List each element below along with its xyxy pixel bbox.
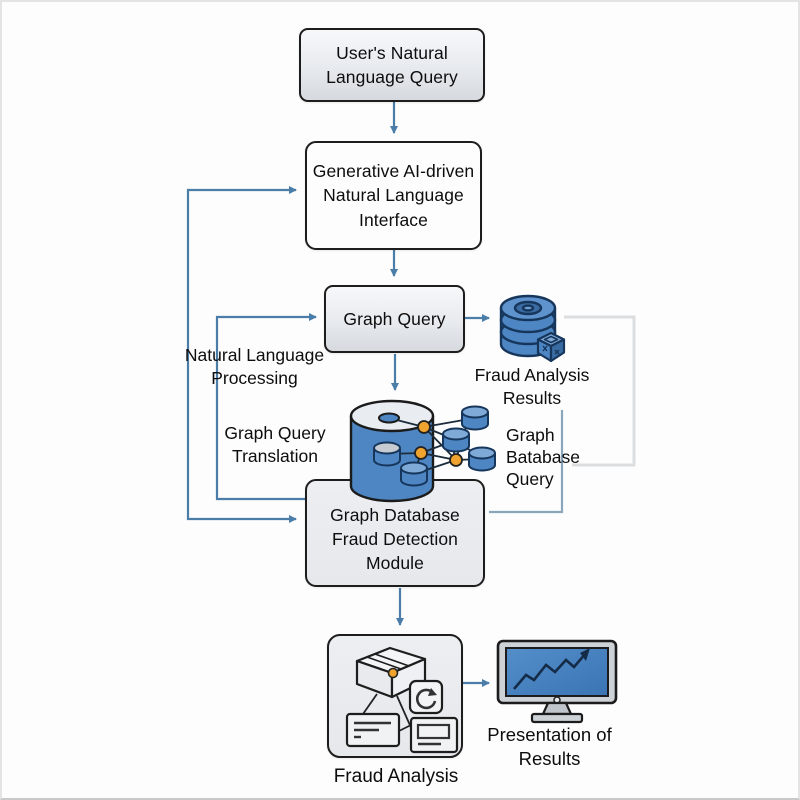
node-user-query: User's Natural Language Query <box>299 28 485 102</box>
trend-line <box>513 652 587 690</box>
node-graph-query: Graph Query <box>324 285 465 353</box>
mini-db-node <box>400 461 428 487</box>
node-graph-db-module-label: Graph Database Fraud Detection Module <box>330 504 460 573</box>
trend-arrowhead <box>580 648 590 661</box>
graph-node-orange <box>449 453 463 467</box>
label-graph-database-query: Graph Batabase Query <box>506 425 580 489</box>
connector-translation-to-module <box>215 422 305 501</box>
node-graph-query-label: Graph Query <box>343 308 446 329</box>
node-genai-interface: Generative AI-driven Natural Language In… <box>305 141 482 250</box>
results-monitor-icon <box>496 639 618 724</box>
mini-db-node <box>373 441 401 467</box>
mini-db-node <box>461 405 489 431</box>
connector-nlp-to-module <box>186 354 297 523</box>
refresh-chip-icon <box>408 679 444 715</box>
label-fraud-analysis-results: Fraud Analysis Results <box>474 365 590 408</box>
connector-nlp-to-interface <box>186 186 297 354</box>
package-alert-dot <box>387 667 399 679</box>
fraud-analysis-package-icon <box>345 646 459 754</box>
connector-translation-to-graphquery <box>215 313 317 422</box>
mini-db-node <box>468 446 496 472</box>
graph-node-orange <box>414 446 428 460</box>
label-graph-query-translation: Graph Query Translation <box>224 423 326 466</box>
database-stack-icon <box>499 294 566 363</box>
graph-node-orange <box>417 420 431 434</box>
node-genai-interface-label: Generative AI-driven Natural Language In… <box>312 161 475 230</box>
label-fraud-analysis: Fraud Analysis <box>333 766 459 787</box>
node-user-query-label: User's Natural Language Query <box>326 42 458 87</box>
mini-db-node <box>442 427 470 453</box>
report-card-icon <box>345 712 401 748</box>
graph-database-cylinder-icon <box>349 399 496 503</box>
label-presentation-of-results: Presentation of Results <box>487 724 612 770</box>
connector-module-to-db-query <box>489 410 564 514</box>
loop-path-results <box>564 315 636 467</box>
screen-card-icon <box>409 716 459 754</box>
label-natural-language-processing: Natural Language Processing <box>184 345 325 388</box>
